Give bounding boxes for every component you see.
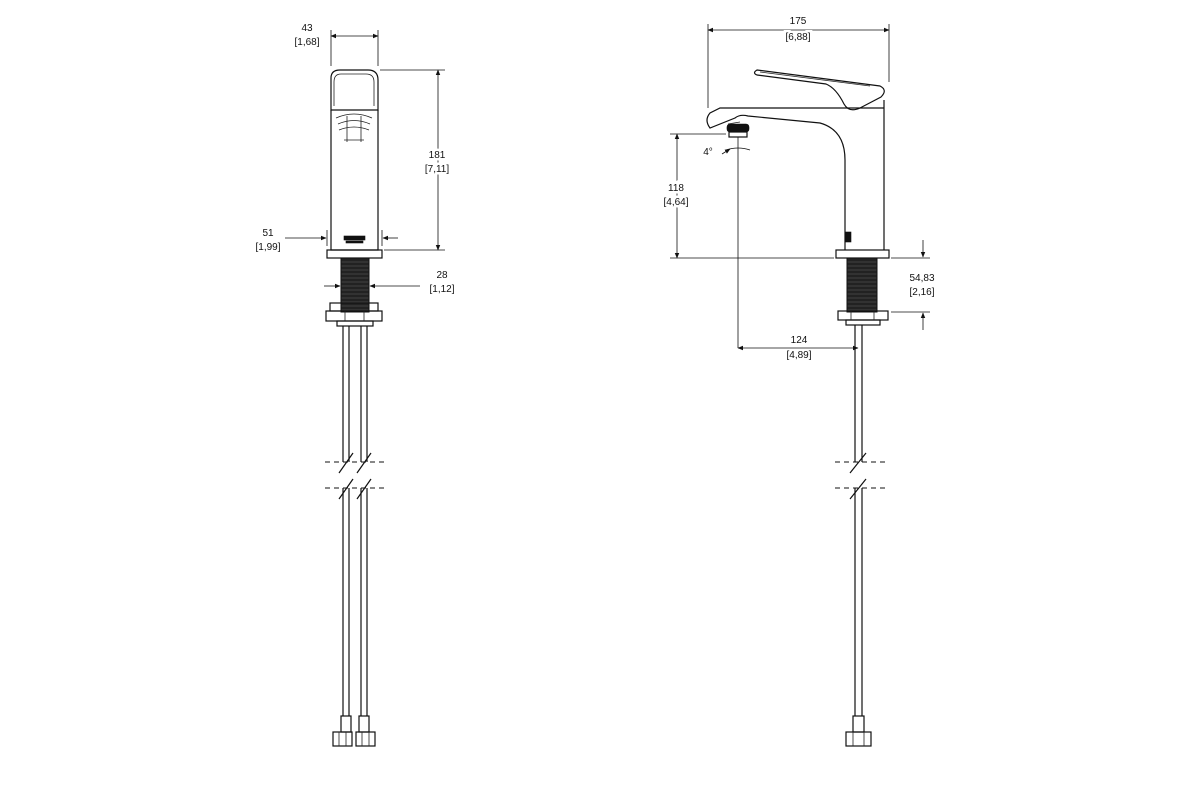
dimension-base-width-value: 51 [262,228,274,239]
dimension-reach-value: 124 [791,335,808,346]
side-faucet-body [706,69,890,259]
dimension-shank-length-value: 54,83 [909,273,934,284]
front-threaded-shank [325,257,383,327]
dimension-shank-length: 54,83 [2,16] [891,240,935,330]
dimension-base-width-inch: [1,99] [255,242,280,253]
dimension-top-width: 43 [1,68] [294,23,379,66]
front-supply-hoses [325,326,385,747]
dimension-overall-depth-value: 175 [790,16,807,27]
front-faucet-body [326,69,383,259]
dimension-shank-length-inch: [2,16] [909,287,934,298]
dimension-reach: 124 [4,89] [737,335,859,361]
dimension-height-value: 181 [429,150,446,161]
dimension-spout-height-value: 118 [668,183,684,194]
dimension-spout-height-inch: [4,64] [663,197,688,208]
dimension-angle: 4° [703,137,751,348]
dimension-shank-value: 28 [436,270,448,281]
dimension-angle-value: 4° [703,147,713,158]
dimension-shank-inch: [1,12] [429,284,454,295]
dimension-height-inch: [7,11] [425,164,449,175]
side-supply-hose [835,325,885,747]
side-threaded-shank [837,257,889,326]
dimension-overall-depth: 175 [6,88] [707,14,890,108]
dimension-top-width-value: 43 [301,23,313,34]
dimension-base-width: 51 [1,99] [255,228,398,253]
dimension-spout-height: 118 [4,64] [661,133,834,259]
dimension-height: 181 [7,11] [380,69,452,251]
dimension-overall-depth-inch: [6,88] [785,32,810,43]
dimension-top-width-inch: [1,68] [294,37,319,48]
dimension-shank: 28 [1,12] [324,270,455,295]
dimension-reach-inch: [4,89] [786,350,811,361]
front-view: 43 [1,68] 181 [7,11] 51 [1,99] 28 [1,12] [255,23,455,747]
side-view: 175 [6,88] 118 [4,64] 4° 54,83 [2,16] [661,14,935,747]
